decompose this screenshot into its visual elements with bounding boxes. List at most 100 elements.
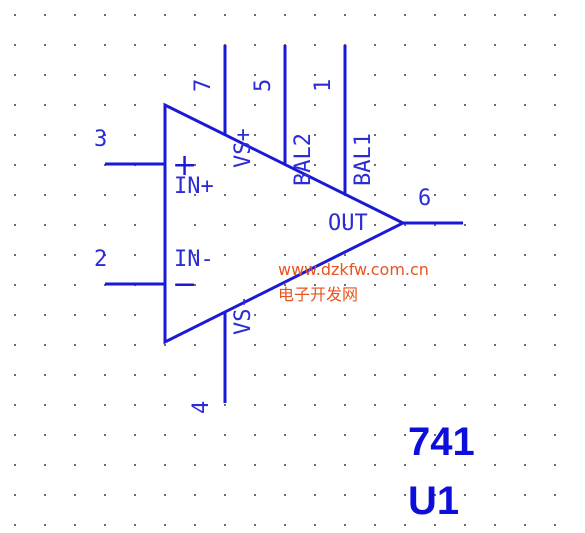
- grid-dot: [194, 374, 196, 376]
- grid-dot: [374, 224, 376, 226]
- grid-dot: [164, 44, 166, 46]
- pin-number-2: 2: [94, 247, 107, 272]
- grid-dot: [104, 44, 106, 46]
- grid-dot: [344, 464, 346, 466]
- grid-dot: [224, 14, 226, 16]
- grid-dot: [14, 254, 16, 256]
- grid-dot: [44, 284, 46, 286]
- grid-dot: [464, 194, 466, 196]
- grid-dot: [554, 194, 556, 196]
- grid-dot: [494, 254, 496, 256]
- grid-dot: [104, 14, 106, 16]
- grid-dot: [254, 494, 256, 496]
- grid-dot: [14, 284, 16, 286]
- grid-dot: [314, 104, 316, 106]
- grid-dot: [494, 224, 496, 226]
- grid-dot: [254, 314, 256, 316]
- grid-dot: [554, 104, 556, 106]
- grid-dot: [524, 524, 526, 526]
- grid-dot: [494, 44, 496, 46]
- grid-dot: [404, 284, 406, 286]
- grid-dot: [74, 314, 76, 316]
- grid-dot: [284, 374, 286, 376]
- grid-dot: [554, 44, 556, 46]
- grid-dot: [254, 404, 256, 406]
- grid-dot: [524, 134, 526, 136]
- grid-dot: [194, 284, 196, 286]
- grid-dot: [74, 104, 76, 106]
- pin-name-vs-minus: VS-: [231, 295, 256, 335]
- grid-dot: [494, 404, 496, 406]
- grid-dot: [14, 104, 16, 106]
- grid-dot: [554, 374, 556, 376]
- grid-dot: [224, 404, 226, 406]
- grid-dot: [434, 44, 436, 46]
- grid-dot: [434, 224, 436, 226]
- grid-dot: [434, 464, 436, 466]
- grid-dot: [74, 464, 76, 466]
- grid-dot: [464, 314, 466, 316]
- grid-dot: [464, 434, 466, 436]
- grid-dot: [44, 314, 46, 316]
- grid-dot: [164, 464, 166, 466]
- grid-dot: [194, 44, 196, 46]
- grid-dot: [194, 524, 196, 526]
- grid-dot: [374, 104, 376, 106]
- grid-dot: [194, 14, 196, 16]
- grid-dot: [434, 284, 436, 286]
- grid-dot: [314, 524, 316, 526]
- grid-dot: [164, 14, 166, 16]
- grid-dot: [284, 224, 286, 226]
- grid-dot: [464, 254, 466, 256]
- grid-dot: [374, 434, 376, 436]
- grid-dot: [554, 254, 556, 256]
- grid-dot: [44, 374, 46, 376]
- grid-dot: [494, 194, 496, 196]
- grid-dot: [554, 164, 556, 166]
- grid-dot: [524, 164, 526, 166]
- grid-dot: [374, 344, 376, 346]
- grid-dot: [104, 134, 106, 136]
- grid-dot: [14, 194, 16, 196]
- grid-dot: [14, 14, 16, 16]
- grid-dot: [374, 134, 376, 136]
- grid-dot: [524, 284, 526, 286]
- grid-dot: [554, 434, 556, 436]
- grid-dot: [194, 494, 196, 496]
- grid-dot: [44, 134, 46, 136]
- grid-dot: [44, 434, 46, 436]
- grid-dot: [254, 104, 256, 106]
- grid-dot: [314, 284, 316, 286]
- grid-dot: [254, 374, 256, 376]
- grid-dot: [524, 494, 526, 496]
- grid-dot: [254, 464, 256, 466]
- grid-dot: [494, 494, 496, 496]
- grid-dot: [224, 524, 226, 526]
- grid-dot: [554, 224, 556, 226]
- grid-dot: [194, 434, 196, 436]
- grid-dot: [224, 224, 226, 226]
- grid-dot: [134, 344, 136, 346]
- grid-dot: [404, 524, 406, 526]
- grid-dot: [314, 404, 316, 406]
- grid-dot: [314, 434, 316, 436]
- grid-dot: [374, 14, 376, 16]
- grid-dot: [134, 314, 136, 316]
- grid-dot: [314, 464, 316, 466]
- grid-dot: [404, 494, 406, 496]
- grid-dot: [494, 164, 496, 166]
- grid-dot: [284, 314, 286, 316]
- grid-dot: [554, 284, 556, 286]
- grid-dot: [104, 104, 106, 106]
- grid-dot: [74, 494, 76, 496]
- grid-dot: [194, 254, 196, 256]
- grid-dot: [134, 524, 136, 526]
- grid-dot: [284, 434, 286, 436]
- grid-dot: [74, 164, 76, 166]
- grid-dot: [464, 134, 466, 136]
- grid-dot: [164, 494, 166, 496]
- grid-dot: [164, 344, 166, 346]
- grid-dot: [14, 494, 16, 496]
- grid-dot: [134, 254, 136, 256]
- grid-dot: [224, 194, 226, 196]
